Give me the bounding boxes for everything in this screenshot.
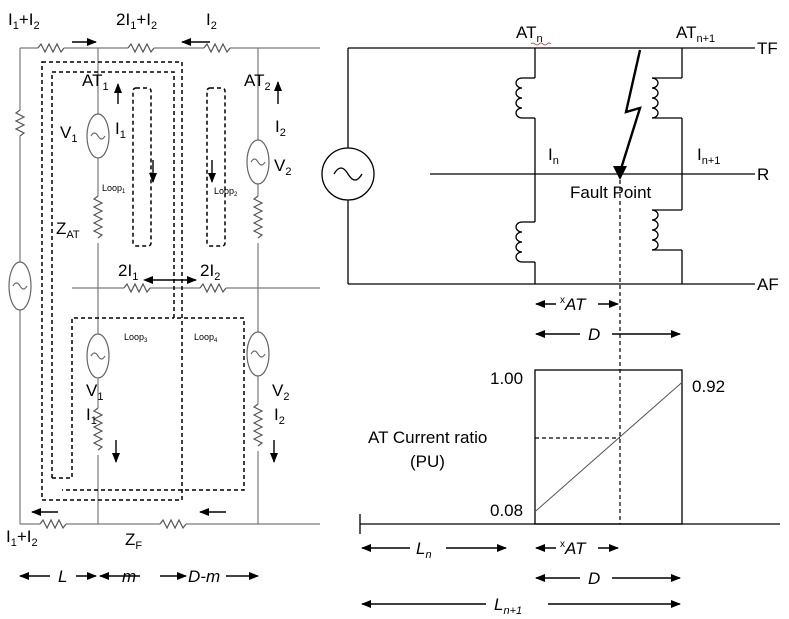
label-ln1: Ln+1 [494, 595, 522, 617]
label-loop4: Loop4 [194, 332, 218, 344]
left-labels: I1+I2 2I1+I2 I2 AT1 AT2 V1 I1 I2 V2 Loop… [6, 10, 291, 586]
v1-branch [86, 48, 110, 524]
label-atn: ATn [516, 23, 543, 45]
label-i2-top: I2 [206, 10, 217, 32]
label-d-upper: D [588, 325, 600, 344]
label-v1-bottom: V1 [86, 381, 103, 403]
label-i1-mid: I1 [115, 119, 126, 141]
label-tf: TF [757, 39, 778, 58]
label-xat-upper: xAT [560, 295, 587, 314]
label-2i2: 2I2 [200, 261, 220, 283]
label-m: m [122, 567, 136, 586]
label-i1-bottom: I1 [86, 405, 97, 427]
label-loop3: Loop3 [124, 332, 148, 344]
label-i2-bottom: I2 [274, 405, 285, 427]
v2-branch [246, 48, 270, 524]
label-af: AF [757, 275, 779, 294]
left-outer-wire [8, 48, 32, 524]
label-l: L [58, 567, 67, 586]
label-fault-point: Fault Point [570, 183, 652, 202]
chart-ylabel-line1: AT Current ratio [368, 428, 487, 447]
label-i1-plus-i2-bottom: I1+I2 [6, 527, 38, 549]
label-in: In [548, 145, 559, 167]
label-i1-plus-i2-top: I1+I2 [8, 10, 40, 32]
chart-ylabel-line2: (PU) [410, 452, 445, 471]
label-loop1: Loop1 [102, 183, 126, 195]
middle-wire [72, 282, 320, 294]
label-v2-top: V2 [274, 156, 291, 178]
label-r: R [757, 165, 769, 184]
at-current-ratio-chart: 1.00 0.92 0.08 AT Current ratio (PU) [359, 369, 780, 534]
label-in1: In+1 [697, 145, 720, 167]
label-2i1: 2I1 [118, 261, 138, 283]
label-atn1: ATn+1 [676, 23, 715, 45]
bottom-wire [20, 518, 320, 530]
fault-bolt-icon [618, 49, 642, 173]
label-zat: ZAT [56, 219, 80, 241]
label-0-08: 0.08 [490, 501, 523, 520]
bottom-dimensions: Ln xAT D Ln+1 [361, 539, 681, 617]
atn-transformer [515, 48, 536, 284]
label-xat-lower: xAT [560, 539, 587, 558]
label-at1: AT1 [82, 71, 109, 93]
chart-frame [534, 369, 683, 525]
label-i2-mid: I2 [275, 117, 286, 139]
loops [41, 61, 245, 501]
label-2i1-plus-i2: 2I1+I2 [116, 10, 157, 32]
label-d-minus-m: D-m [188, 567, 220, 586]
label-zf: ZF [125, 530, 142, 552]
label-ln: Ln [416, 539, 432, 561]
top-wire [20, 42, 320, 54]
label-v2-bottom: V2 [272, 381, 289, 403]
label-0-92: 0.92 [692, 377, 725, 396]
atn1-transformer [651, 48, 683, 284]
left-circuit: I1+I2 2I1+I2 I2 AT1 AT2 V1 I1 I2 V2 Loop… [6, 10, 320, 586]
label-loop2: Loop2 [214, 186, 238, 198]
left-arrows [19, 38, 282, 580]
label-at2: AT2 [244, 71, 271, 93]
ratio-line [534, 381, 683, 513]
right-network: ATn ATn+1 TF In In+1 R Fault Point AF xA… [321, 23, 779, 524]
label-d-lower: D [588, 569, 600, 588]
label-v1-top: V1 [60, 123, 77, 145]
tick-1-00: 1.00 [490, 369, 523, 388]
